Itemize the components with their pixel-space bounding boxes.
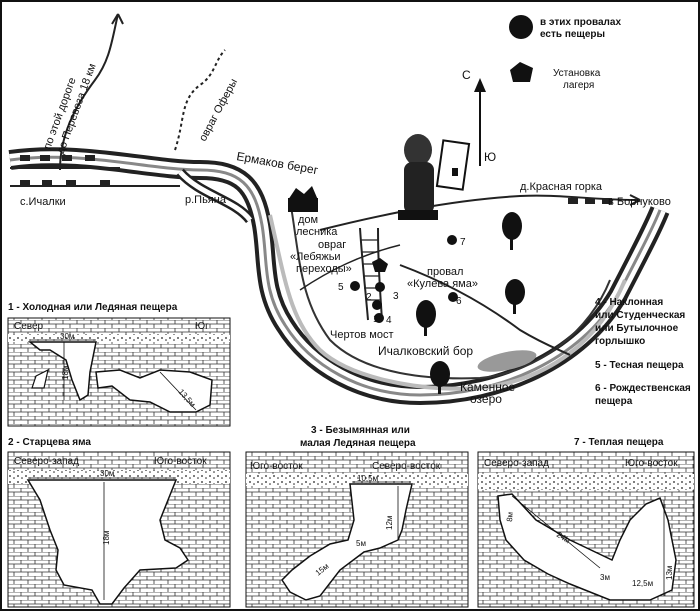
section7-dim-0: 8м: [505, 511, 515, 522]
camp-legend-icon: [510, 62, 533, 82]
marker-3: 3: [393, 291, 399, 302]
road-north-label: по этой дороге до Перевоза 18 км: [42, 62, 99, 156]
section3-dim-0: 10,5м: [357, 474, 378, 483]
ichalki-label: с.Ичалки: [20, 196, 66, 208]
marker-2: 2: [366, 292, 372, 303]
section2-right: Юго-восток: [154, 456, 207, 467]
section7-dim-4: 13м: [665, 566, 674, 580]
meander-line: [289, 199, 611, 380]
road-north: [59, 13, 119, 171]
kamennoe-ozero: [477, 350, 537, 372]
camp-icon: [372, 258, 388, 272]
ofery-label: овраг Оферы: [197, 77, 240, 144]
kuleva-label: провал«Кулева яма»: [407, 266, 478, 290]
cave-list-6: 6 - Рождественская пещера: [595, 383, 694, 407]
compass-south: Ю: [484, 150, 496, 164]
chertov-label: Чертов мост: [330, 329, 393, 341]
bornukovo-label: в Борнуково: [608, 196, 671, 208]
section2-left: Северо-запад: [14, 456, 79, 467]
marker-1: 1: [373, 314, 379, 325]
road-bor: [399, 264, 571, 356]
section3-title: 3 - Безымянная или малая Ледяная пещера: [300, 425, 416, 449]
section7-dim-2: 3м: [600, 573, 610, 582]
compass-north: С: [462, 68, 471, 82]
legend: [509, 15, 533, 82]
section7-right: Юго-восток: [625, 458, 678, 469]
section3-dim-1: 12м: [385, 516, 394, 530]
section7-left: Северо-запад: [484, 458, 549, 469]
section3-dim-2: 5м: [356, 539, 366, 548]
krasnaya-gorka-houses: [568, 198, 612, 204]
river-label: р.Пьяна: [185, 194, 227, 206]
section1-profile: [7, 317, 231, 427]
marker-6: 6: [456, 296, 462, 307]
section1-left: Север: [14, 321, 44, 332]
bor-label: Ичалковский бор: [378, 344, 473, 358]
section1-title: 1 - Холодная или Ледяная пещера: [8, 302, 178, 313]
section1-dim-1: 18м: [61, 366, 70, 380]
forester-house-icon: [288, 186, 318, 212]
surveyor-figure-icon: [398, 134, 471, 220]
section2-dim-1: 18м: [102, 531, 111, 545]
section3-profile: [245, 451, 469, 608]
sinkhole-markers: [350, 235, 458, 323]
section7-profile: [477, 451, 695, 608]
section7-title: 7 - Теплая пещера: [574, 437, 664, 448]
cave-list-4: 4 - Наклонная или Студенческая или Бутыл…: [595, 297, 688, 347]
section1-right: Юг: [195, 321, 209, 332]
tree-icons: [416, 212, 525, 394]
section1-dim-0: 30м: [60, 332, 74, 341]
marker-4: 4: [386, 315, 392, 326]
marker-7: 7: [460, 237, 466, 248]
section2-dim-0: 30м: [100, 469, 114, 478]
section2-profile: [7, 451, 231, 608]
section3-left: Юго-восток: [250, 461, 303, 472]
section2-title: 2 - Старцева яма: [8, 437, 91, 448]
cave-sinkhole-icon: [509, 15, 533, 39]
section3-right: Северо-восток: [372, 461, 441, 472]
ravine-swans: [359, 227, 369, 321]
marker-5: 5: [338, 282, 344, 293]
section7-dim-3: 12,5м: [632, 579, 653, 588]
cave-list-5: 5 - Тесная пещера: [595, 360, 684, 371]
compass-icon: [474, 78, 486, 166]
krasnaya-label: д.Красная горка: [520, 181, 603, 193]
ermakov-label: Ермаков берег: [235, 149, 319, 177]
ichalki-houses: [20, 155, 110, 186]
